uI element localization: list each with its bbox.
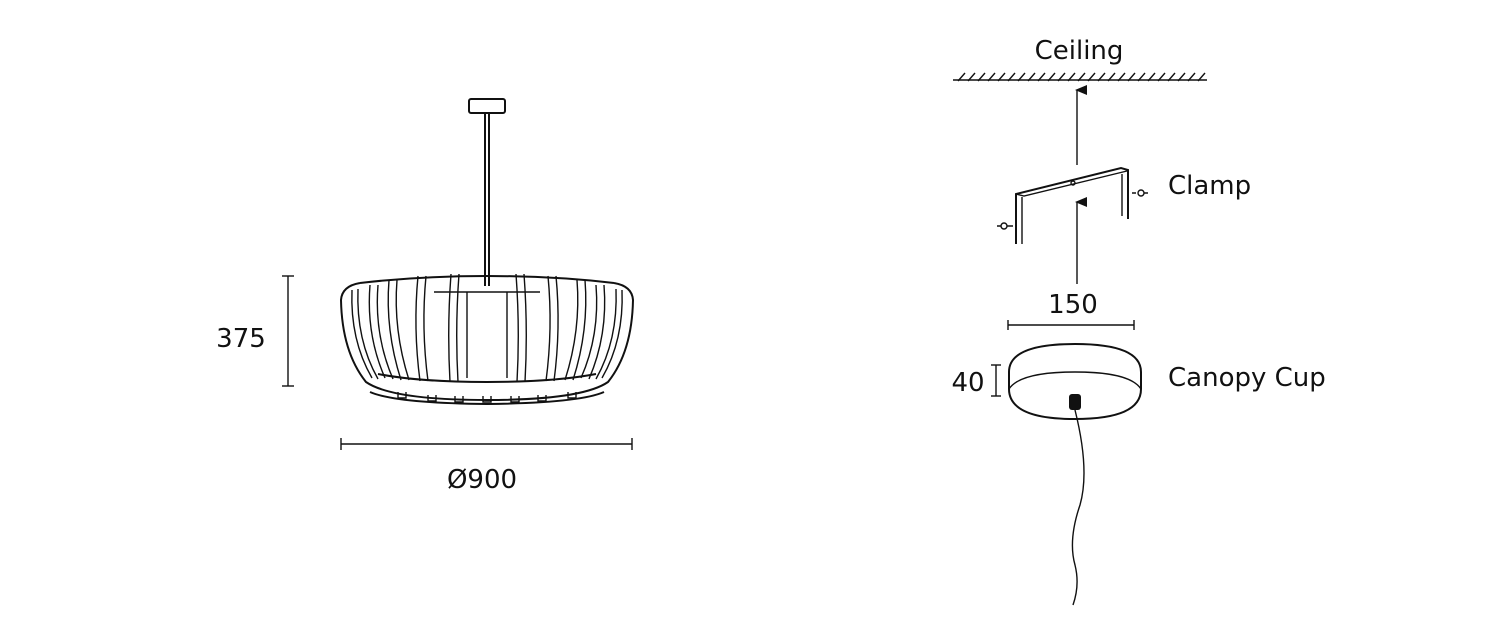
power-cable [1071, 409, 1085, 606]
canopy-cup [1008, 342, 1142, 421]
lamp-canopy [468, 98, 506, 114]
cup-height-label: 40 [951, 368, 984, 398]
canopy-label: Canopy Cup [1168, 363, 1326, 393]
width-label: 150 [1048, 290, 1098, 320]
diameter-dimension [340, 438, 633, 450]
clamp-label: Clamp [1168, 171, 1251, 201]
width-dimension [1007, 320, 1135, 330]
clamp-bracket [997, 166, 1148, 244]
height-label: 375 [216, 324, 266, 354]
pendant-lamp-drawing: 375 Ø900 [216, 98, 635, 495]
height-dimension [282, 275, 294, 387]
ceiling-label: Ceiling [1035, 36, 1124, 66]
diameter-label: Ø900 [447, 465, 517, 495]
ceiling-hatch [953, 72, 1207, 82]
installation-drawing: Ceiling Clamp 150 [951, 36, 1326, 606]
cup-height-dimension [991, 364, 1001, 397]
lamp-shade [339, 273, 635, 406]
